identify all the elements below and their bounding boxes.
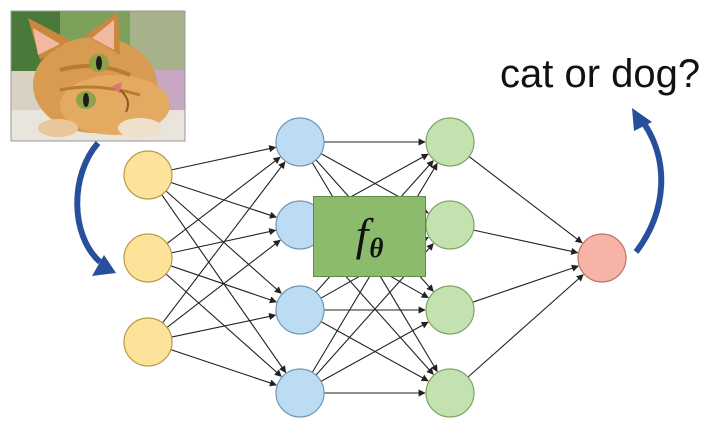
neuron-input-2 [123,233,173,283]
function-symbol: f [355,209,369,260]
edge-input-1-to-hidden-1-3 [165,273,282,377]
edge-input-1-to-hidden-1-1 [171,228,277,254]
neuron-hidden-1-1 [275,117,325,167]
neuron-input-1 [123,150,173,200]
neuron-input-3 [123,317,173,367]
function-subscript: θ [369,233,384,263]
neuron-hidden-1-4 [275,368,325,418]
edge-input-2-to-hidden-1-3 [170,349,277,387]
edge-hidden-2-1-to-output-0 [473,229,579,255]
edge-input-0-to-hidden-1-0 [171,145,277,171]
neuron-hidden-2-2 [425,200,475,250]
edge-input-1-to-hidden-1-0 [166,156,281,244]
edge-hidden-2-3-to-output-0 [467,274,584,378]
input-arrow [74,141,103,265]
neurons [123,117,627,418]
edge-hidden-2-2-to-output-0 [472,264,579,303]
function-box: fθ [313,196,426,277]
edge-input-2-to-hidden-1-1 [166,239,281,328]
output-arrow [633,123,665,254]
edge-hidden-2-0-to-output-0 [468,156,583,244]
neuron-output-1 [577,233,627,283]
cat-photo [10,10,186,142]
input-arrow-head [92,255,116,276]
neuron-hidden-1-3 [275,285,325,335]
question-text: cat or dog? [500,52,701,96]
neuron-hidden-2-1 [425,117,475,167]
neuron-hidden-2-4 [425,368,475,418]
edge-input-2-to-hidden-1-2 [171,313,277,338]
output-arrow-head [632,108,652,131]
edge-hidden-1-3-to-hidden-2-2 [320,321,429,382]
edge-input-2-to-hidden-1-0 [162,161,286,324]
neuron-hidden-2-3 [425,285,475,335]
function-label: fθ [314,212,425,264]
